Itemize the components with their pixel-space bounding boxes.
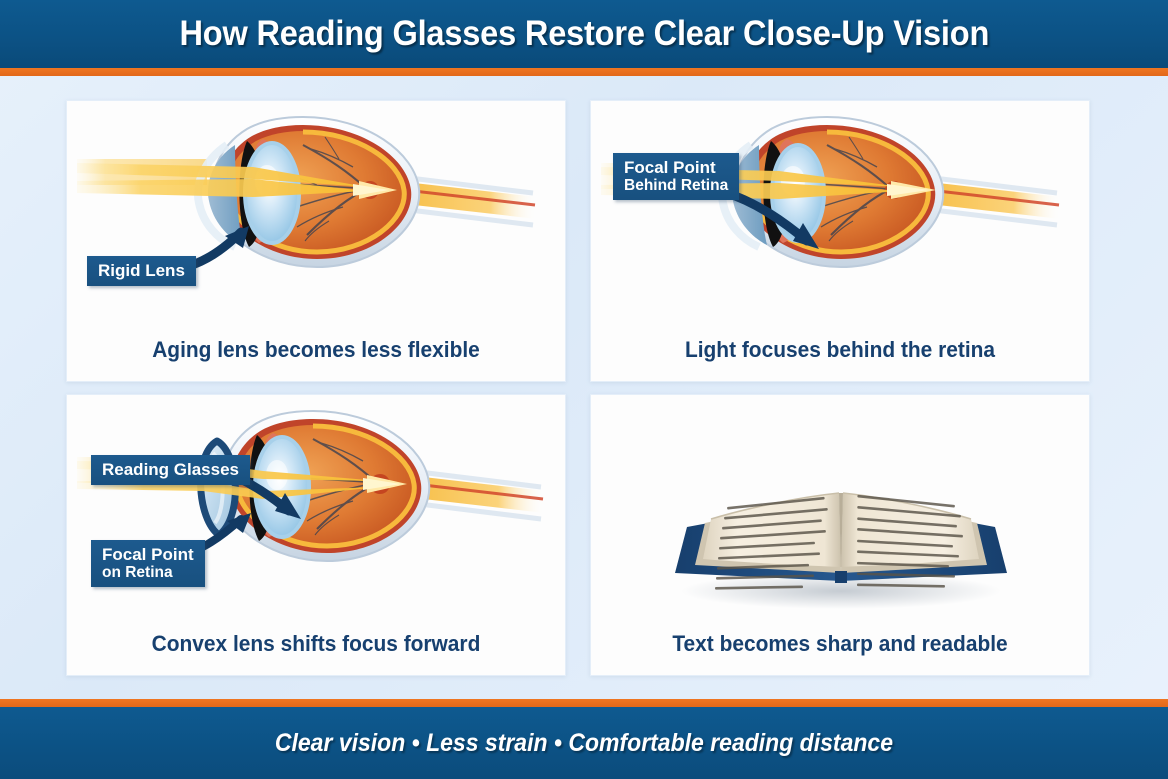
- panel-reading-glasses: Reading Glasses Focal Point on Retina Co…: [66, 394, 566, 676]
- callout-line-1: Rigid Lens: [98, 261, 185, 280]
- panel-caption: Text becomes sharp and readable: [672, 631, 1008, 656]
- callout-line-1: Reading Glasses: [102, 460, 240, 479]
- callout-line-2: Behind Retina: [624, 177, 729, 195]
- eye-diagram-rigid-lens: [77, 115, 537, 269]
- header-accent-rule: [0, 68, 1168, 76]
- header-bar: How Reading Glasses Restore Clear Close-…: [0, 0, 1168, 68]
- panel-readable-text: Text becomes sharp and readable: [590, 394, 1090, 676]
- panel-focus-behind-retina: Focal Point Behind Retina Light focuses …: [590, 100, 1090, 382]
- callout-line-1: Focal Point: [102, 545, 194, 564]
- panel-caption: Convex lens shifts focus forward: [151, 631, 481, 656]
- footer-accent-rule: [0, 699, 1168, 707]
- page-title: How Reading Glasses Restore Clear Close-…: [179, 14, 989, 53]
- panel-caption: Aging lens becomes less flexible: [152, 337, 480, 362]
- eye-diagram-with-glasses: [77, 409, 545, 563]
- callout-focal-point-behind: Focal Point Behind Retina: [613, 153, 740, 201]
- eye-diagram-focus-behind: [601, 115, 1061, 269]
- callout-rigid-lens: Rigid Lens: [87, 256, 196, 287]
- callout-reading-glasses: Reading Glasses: [91, 455, 251, 486]
- callout-line-2: on Retina: [102, 564, 173, 582]
- callout-line-1: Focal Point: [624, 158, 716, 177]
- footer-bar: Clear vision • Less strain • Comfortable…: [0, 707, 1168, 779]
- open-book-illustration: [675, 492, 1007, 609]
- panel-caption: Light focuses behind the retina: [684, 337, 996, 362]
- panel-aging-lens: Rigid Lens Aging lens becomes less flexi…: [66, 100, 566, 382]
- callout-focal-point-on-retina: Focal Point on Retina: [91, 540, 205, 588]
- footer-tagline: Clear vision • Less strain • Comfortable…: [274, 728, 894, 757]
